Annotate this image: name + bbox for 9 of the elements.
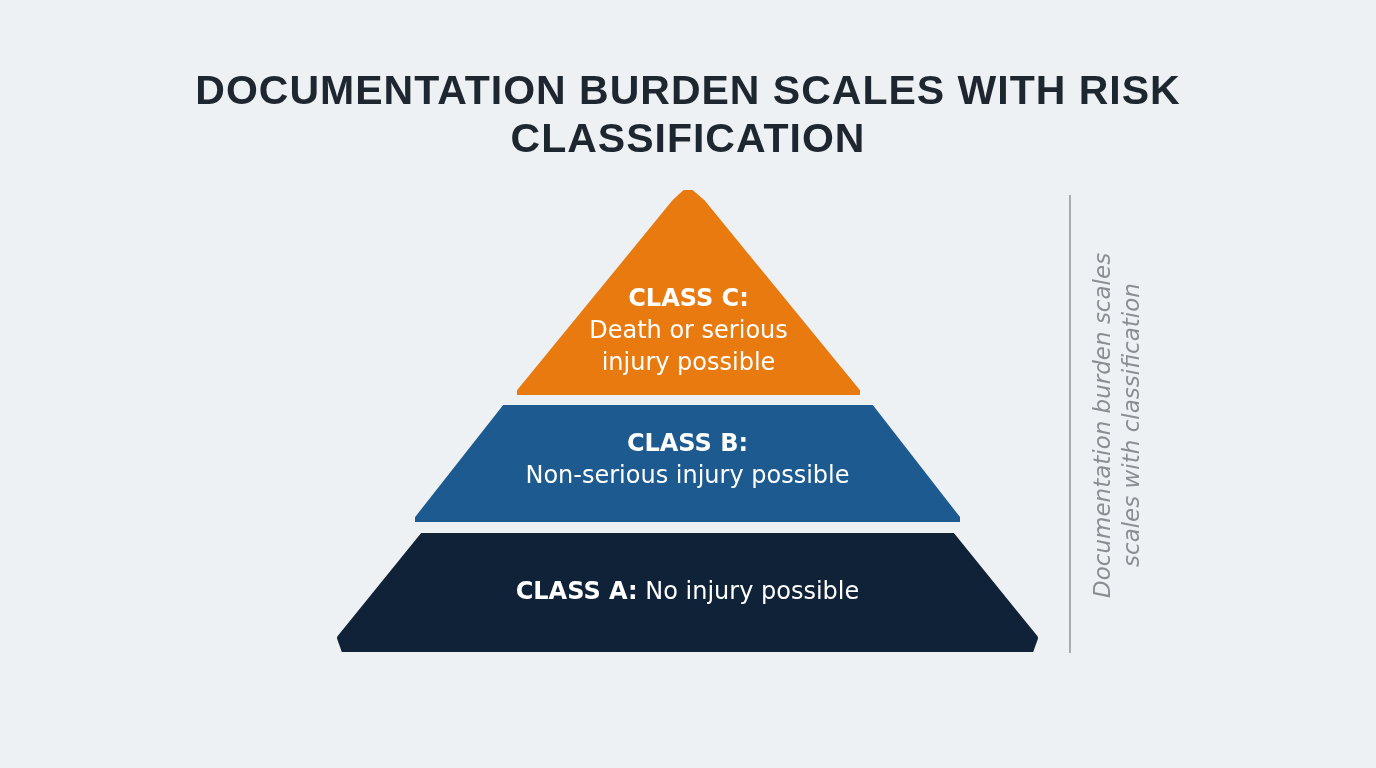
title: DOCUMENTATION BURDEN SCALES WITH RISK CLASSIFICATION: [194, 66, 1182, 162]
pyramid-tier: [517, 190, 860, 395]
tier-heading: CLASS B:: [626, 428, 749, 459]
tier-heading: CLASS C:: [628, 283, 749, 314]
pyramid-tier: [415, 405, 960, 522]
tier-description: Death or serious injury possible: [588, 315, 789, 378]
tier-description: CLASS A: No injury possible: [515, 576, 860, 607]
side-note: Documentation burden scales scales with classification: [1088, 251, 1145, 600]
tier-description: Non-serious injury possible: [525, 460, 850, 491]
